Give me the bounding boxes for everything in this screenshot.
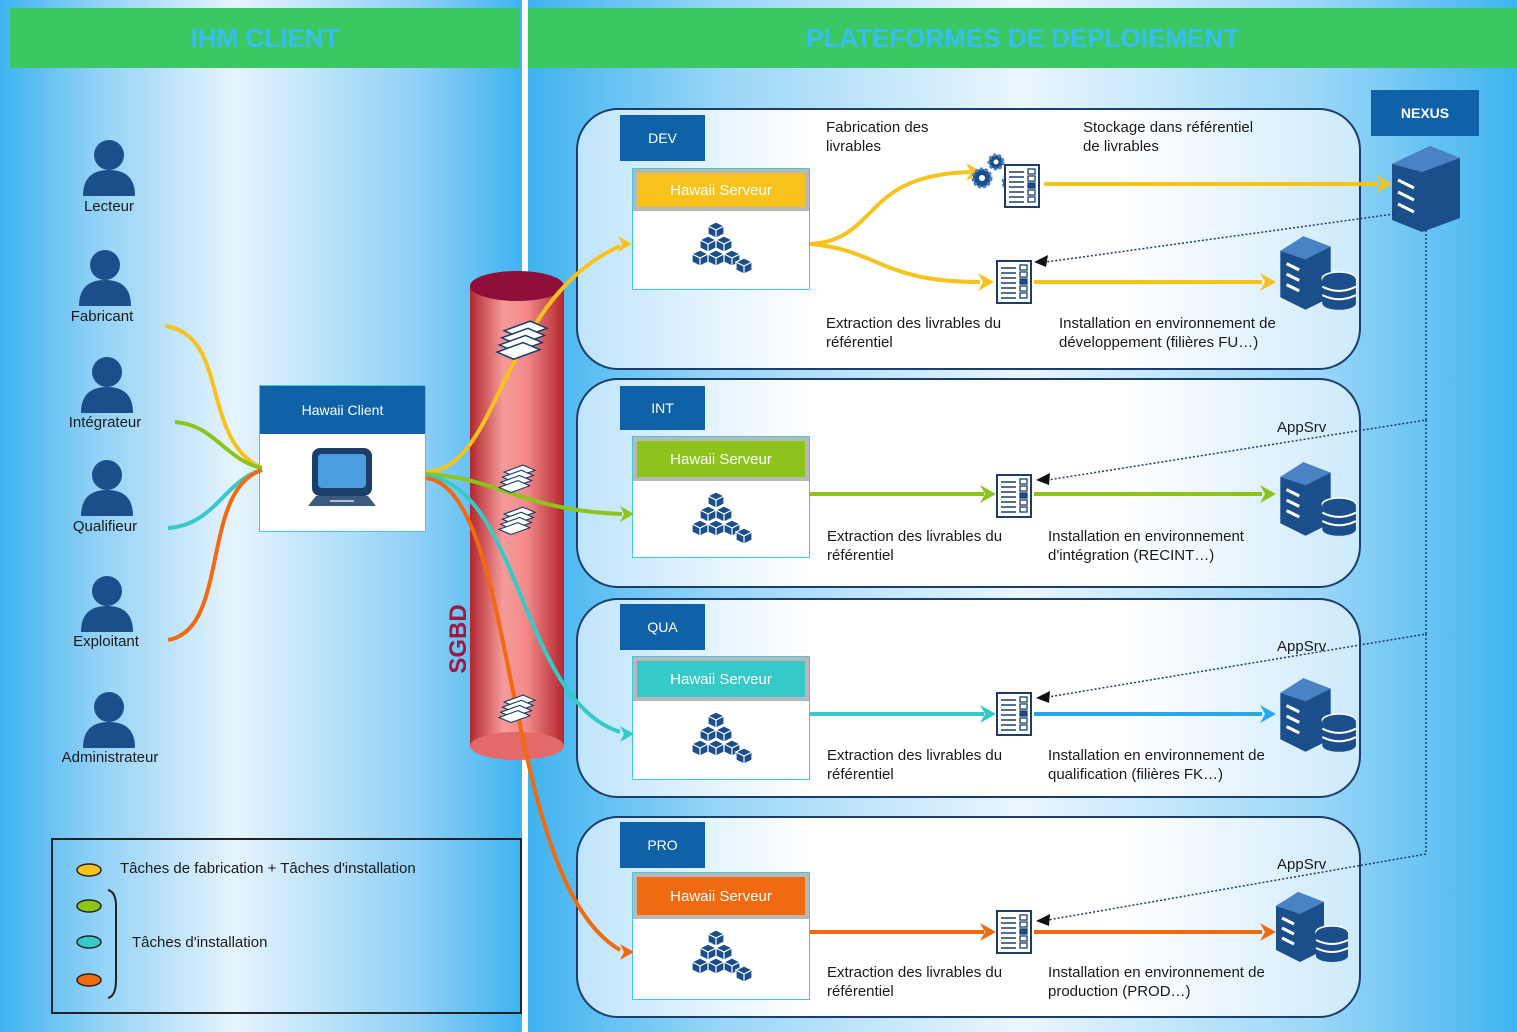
bricks-icon: [691, 221, 753, 275]
database-server-icon: [1278, 676, 1358, 754]
server-header: Hawaii Serveur: [633, 657, 809, 701]
nexus-dotted-links: [1045, 213, 1427, 921]
pro-extraction-text: Extraction des livrables du référentiel: [827, 963, 1002, 1001]
appsrv-label: AppSrv: [1277, 419, 1327, 436]
dev-extraction-text: Extraction des livrables du référentiel: [826, 314, 1001, 352]
platforms-title: PLATEFORMES DE DEPLOIEMENT: [806, 22, 1239, 53]
tag-int: INT: [620, 386, 705, 430]
legend-swatches: [76, 863, 117, 999]
legend-swatch-orange: [76, 973, 102, 987]
text-line: Installation en environnement de: [1059, 315, 1276, 332]
client-flow-arrowheads: [618, 236, 634, 960]
tag-pro: PRO: [620, 822, 705, 868]
actor-label: Lecteur: [83, 198, 135, 215]
database-server-icon: [1274, 890, 1350, 964]
text-line: Fabrication des: [826, 119, 929, 136]
database-server-icon: [1278, 460, 1358, 538]
nexus-tag: NEXUS: [1371, 90, 1479, 136]
server-box-int: Hawaii Serveur: [632, 436, 810, 558]
text-line: Stockage dans référentiel: [1083, 119, 1254, 136]
sgbd-cylinder: [470, 271, 564, 760]
client-box: Hawaii Client: [259, 385, 426, 532]
actor-label: Exploitant: [73, 633, 139, 650]
appsrv-label: AppSrv: [1277, 638, 1327, 655]
text-line: Extraction des livrables du: [827, 964, 1003, 981]
text-line: de livrables: [1083, 138, 1159, 155]
text-line: référentiel: [826, 334, 893, 351]
dev-stockage-text: Stockage dans référentiel de livrables: [1083, 118, 1253, 156]
text-line: production (PROD…): [1048, 983, 1191, 1000]
legend: [51, 838, 522, 1014]
text-line: Extraction des livrables du: [826, 315, 1002, 332]
pro-flows: [810, 923, 1276, 941]
int-installation-text: Installation en environnement d'intégrat…: [1048, 527, 1244, 565]
server-header: Hawaii Serveur: [633, 437, 809, 481]
dev-installation-text: Installation en environnement de dévelop…: [1059, 314, 1276, 352]
qua-extraction-text: Extraction des livrables du référentiel: [827, 746, 1002, 784]
dev-arrowheads: [966, 163, 1392, 291]
legend-brace: [107, 889, 117, 999]
file-list-icon: [996, 260, 1032, 304]
database-server-icon: [1278, 234, 1358, 312]
text-line: d'intégration (RECINT…): [1048, 547, 1215, 564]
text-line: développement (filières FU…): [1059, 334, 1259, 351]
platforms-banner: PLATEFORMES DE DEPLOIEMENT: [528, 8, 1517, 68]
text-line: référentiel: [827, 547, 894, 564]
nexus-server-icon: [1392, 146, 1460, 232]
file-list-icon: [996, 910, 1032, 954]
ihm-client-title: IHM CLIENT: [190, 22, 340, 53]
bricks-icon: [691, 491, 753, 545]
actor-label: Intégrateur: [68, 414, 142, 431]
legend-swatch-cyan: [76, 935, 102, 949]
bricks-icon: [691, 929, 753, 983]
client-flows: [425, 244, 623, 952]
file-list-icon: [1004, 164, 1040, 208]
client-header: Hawaii Client: [260, 386, 425, 434]
actor-label: Administrateur: [61, 749, 159, 766]
legend-label-installation: Tâches d'installation: [132, 934, 268, 951]
server-header: Hawaii Serveur: [633, 169, 809, 211]
qua-flows: [810, 705, 1276, 723]
tag-dev: DEV: [620, 115, 705, 161]
int-extraction-text: Extraction des livrables du référentiel: [827, 527, 1002, 565]
server-header: Hawaii Serveur: [633, 873, 809, 919]
dev-flows: [809, 170, 1378, 284]
text-line: Extraction des livrables du: [827, 528, 1003, 545]
text-line: qualification (filières FK…): [1048, 766, 1224, 783]
monitor-icon: [308, 448, 376, 506]
file-list-icon: [996, 692, 1032, 736]
text-line: Installation en environnement: [1048, 528, 1244, 545]
text-line: Installation en environnement de: [1048, 747, 1265, 764]
tag-qua: QUA: [620, 604, 705, 650]
text-line: Installation en environnement de: [1048, 964, 1265, 981]
text-line: référentiel: [827, 983, 894, 1000]
actor-flows: [164, 324, 263, 642]
legend-swatch-green: [76, 899, 102, 913]
actor-label: Qualifieur: [72, 518, 138, 535]
qua-installation-text: Installation en environnement de qualifi…: [1048, 746, 1265, 784]
int-flows: [810, 485, 1276, 503]
file-list-icon: [996, 474, 1032, 518]
actor-label: Fabricant: [70, 308, 134, 325]
text-line: référentiel: [827, 766, 894, 783]
legend-label-fabrication: Tâches de fabrication + Tâches d'install…: [120, 860, 416, 877]
legend-swatch-yellow: [76, 863, 102, 877]
dotted-arrowheads: [1034, 255, 1050, 926]
bricks-icon: [691, 711, 753, 765]
ihm-client-banner: IHM CLIENT: [10, 8, 520, 68]
appsrv-label: AppSrv: [1277, 856, 1327, 873]
sgbd-label: SGBD: [445, 604, 472, 674]
text-line: Extraction des livrables du: [827, 747, 1003, 764]
text-line: livrables: [826, 138, 882, 155]
dev-fabrication-text: Fabrication des livrables: [826, 118, 929, 156]
pro-installation-text: Installation en environnement de product…: [1048, 963, 1265, 1001]
